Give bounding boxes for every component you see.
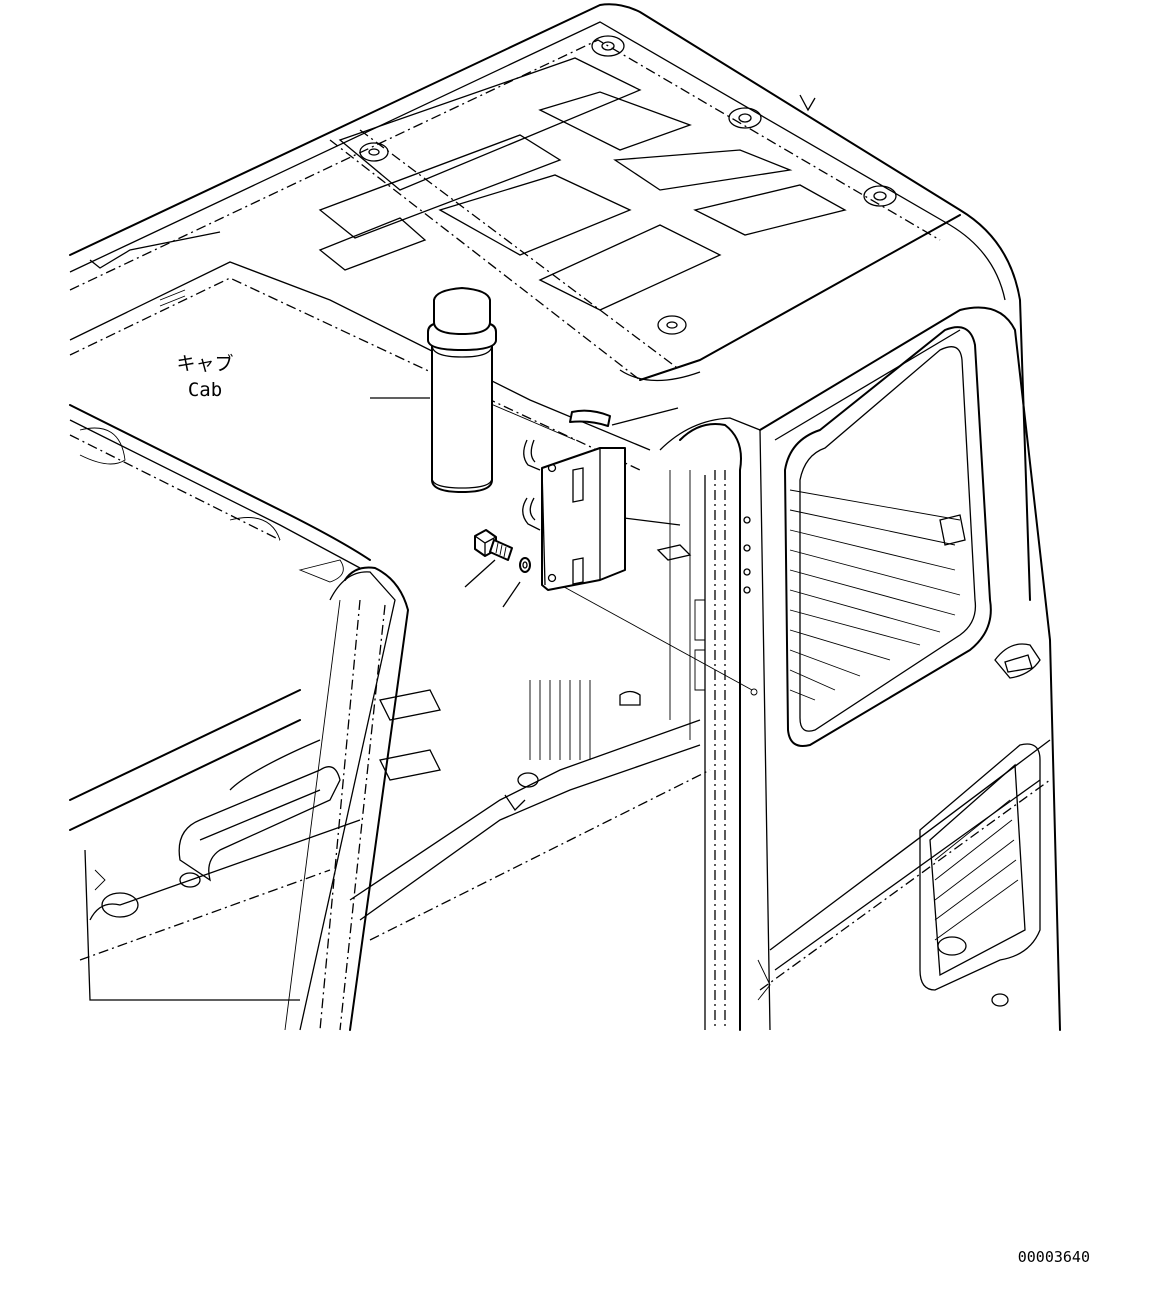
extinguisher-bracket (522, 409, 626, 591)
washer (519, 557, 531, 573)
cab-left-side (69, 404, 711, 1031)
cab-label-en: Cab (188, 379, 222, 401)
bolt (474, 529, 513, 561)
cab-right-side (656, 306, 1061, 1031)
fire-extinguisher (427, 287, 497, 493)
cab-roof (69, 3, 1031, 601)
drawing-number: 00003640 (1018, 1248, 1090, 1266)
cab-label-jp: キャブ (176, 352, 233, 375)
